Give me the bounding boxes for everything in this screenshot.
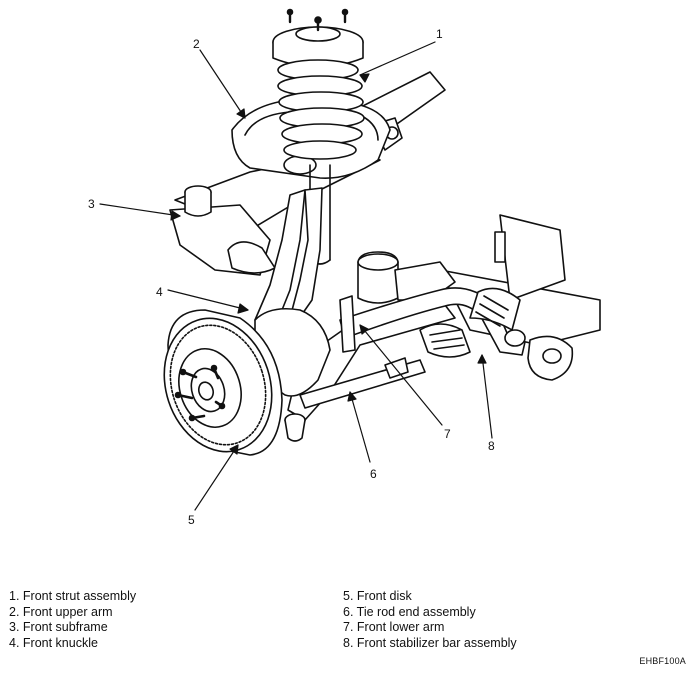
stabilizer-bar-drawing — [339, 287, 526, 356]
front-knuckle-drawing — [254, 187, 331, 442]
front-strut-assembly-drawing — [272, 8, 365, 265]
callout-4: 4 — [156, 285, 163, 299]
callout-3: 3 — [88, 197, 95, 211]
callout-8: 8 — [488, 439, 495, 453]
legend-item: 8. Front stabilizer bar assembly — [343, 635, 517, 650]
callout-5: 5 — [188, 513, 195, 527]
callout-1: 1 — [436, 27, 443, 41]
suspension-illustration: 1 2 3 4 5 6 7 8 — [88, 8, 601, 527]
legend-item: 7. Front lower arm — [343, 620, 445, 634]
legend-item: 1. Front strut assembly — [9, 589, 137, 603]
tie-rod-drawing — [299, 323, 471, 409]
legend-item: 6. Tie rod end assembly — [343, 604, 476, 619]
figure-code: EHBF100A — [639, 656, 686, 666]
legend-item: 4. Front knuckle — [9, 635, 98, 650]
callout-leaders — [99, 41, 493, 511]
callout-7: 7 — [444, 427, 451, 441]
legend-item: 5. Front disk — [343, 589, 412, 603]
callout-2: 2 — [193, 37, 200, 51]
legend-item: 3. Front subframe — [9, 620, 108, 634]
legend-left-column: 1. Front strut assembly 2. Front upper a… — [9, 589, 136, 651]
legend-right-column: 5. Front disk 6. Tie rod end assembly 7.… — [343, 589, 517, 651]
callout-6: 6 — [370, 467, 377, 481]
front-disk-drawing — [163, 309, 283, 456]
legend-item: 2. Front upper arm — [9, 604, 113, 619]
